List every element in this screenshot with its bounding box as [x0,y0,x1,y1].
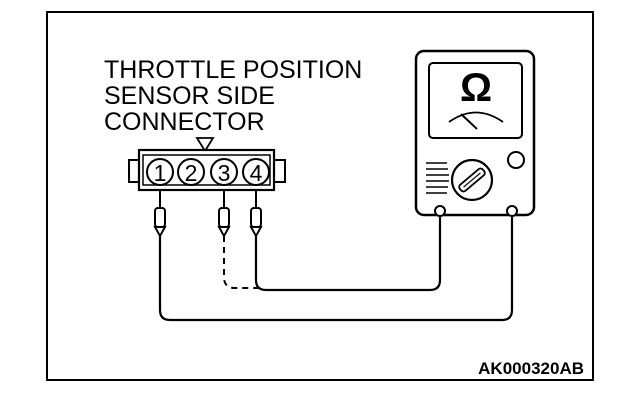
probe-pin-4 [249,190,263,239]
pin-label-3: 3 [218,160,231,186]
label-line-3: CONNECTOR [104,108,265,136]
triangle-down-icon [195,137,215,153]
connector-pin-1: 1 [146,158,174,186]
meter-needle [460,113,478,130]
figure-code: AK000320AB [478,359,584,378]
meter-adjust-knob [507,151,525,169]
pin-label-2: 2 [185,160,198,186]
connector-label: THROTTLE POSITION SENSOR SIDE CONNECTOR [104,56,362,136]
connector-pin-4: 4 [242,158,270,186]
ohm-symbol: Ω [460,66,492,110]
connector: 1 2 3 4 [128,148,286,192]
meter-terminal-left [434,205,446,217]
wire-pin-1 [158,213,514,322]
connector-pin-2: 2 [177,158,205,186]
probe-pin-3 [217,190,231,239]
meter-terminal-right [506,205,518,217]
connector-tab-right [273,159,286,183]
ohmmeter-icon: Ω [414,49,536,217]
pin-label-1: 1 [154,160,167,186]
label-line-2: SENSOR SIDE [104,82,275,110]
pin-label-4: 4 [250,160,263,186]
meter-vent [426,162,449,194]
wire-pin-3-dashed [223,236,262,289]
meter-scale-arc [448,111,504,123]
label-line-1: THROTTLE POSITION [104,56,362,84]
rotary-selector-icon [450,158,494,202]
connector-pin-3: 3 [210,158,238,186]
wire-pin-4 [254,213,442,292]
probe-pin-1 [153,190,167,239]
